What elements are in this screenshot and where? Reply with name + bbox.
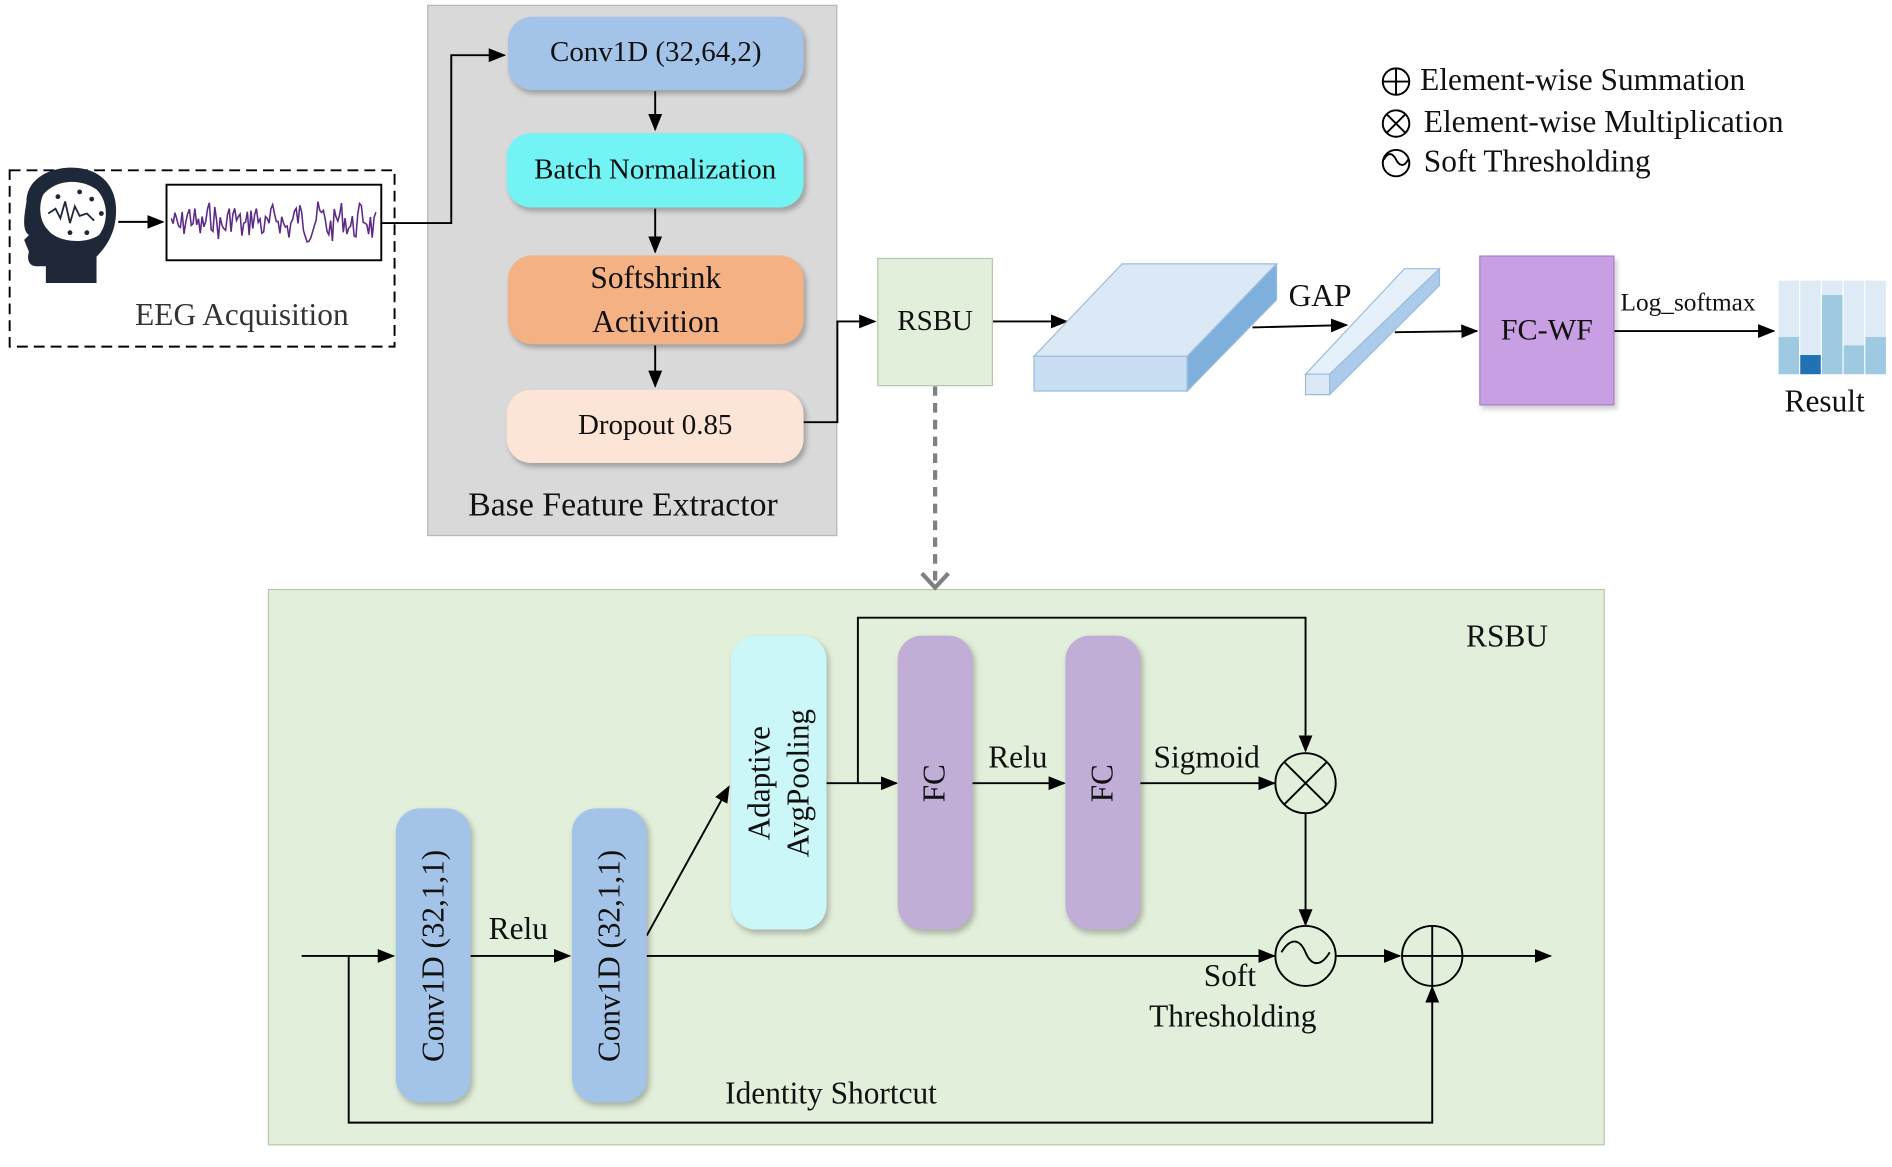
result-label: Result bbox=[1784, 383, 1865, 419]
multiply-operator bbox=[1274, 752, 1337, 815]
summation-operator bbox=[1401, 924, 1464, 987]
adaptive-label: Adaptive bbox=[741, 725, 777, 840]
conv1d-base-block: Conv1D (32,64,2) bbox=[507, 16, 804, 90]
legend-sum-label: Element-wise Summation bbox=[1420, 62, 1746, 98]
adaptive-avgpooling-label: Adaptive AvgPooling bbox=[740, 708, 817, 856]
gap-label: GAP bbox=[1288, 278, 1352, 314]
conv1d-base-label: Conv1D (32,64,2) bbox=[550, 37, 762, 69]
identity-shortcut-label: Identity Shortcut bbox=[725, 1075, 937, 1111]
log-softmax-label: Log_softmax bbox=[1620, 287, 1756, 317]
rsbu-block-label: RSBU bbox=[897, 305, 973, 338]
fc-block-2: FC bbox=[1065, 635, 1141, 930]
base-feature-extractor-title: Base Feature Extractor bbox=[468, 486, 778, 525]
soft-threshold-icon bbox=[1381, 148, 1411, 178]
fc-wf-block: FC-WF bbox=[1479, 255, 1615, 406]
avgpooling-label: AvgPooling bbox=[780, 708, 816, 857]
fc-wf-label: FC-WF bbox=[1500, 313, 1593, 347]
multiply-icon bbox=[1381, 109, 1411, 138]
conv1d-rsbu-label-2: Conv1D (32,1,1) bbox=[591, 849, 627, 1062]
sum-icon bbox=[1381, 67, 1411, 96]
batch-normalization-label: Batch Normalization bbox=[534, 154, 777, 186]
eeg-signal-icon bbox=[170, 201, 377, 243]
fc-label-1: FC bbox=[917, 763, 953, 802]
conv1d-rsbu-block-1: Conv1D (32,1,1) bbox=[395, 808, 471, 1103]
eeg-acquisition-frame bbox=[8, 169, 396, 348]
relu-label-2: Relu bbox=[988, 740, 1048, 775]
rsbu-block: RSBU bbox=[877, 257, 994, 387]
batch-normalization-block: Batch Normalization bbox=[506, 133, 804, 208]
rsbu-detail-title: RSBU bbox=[1466, 618, 1548, 654]
adaptive-avgpooling-block: Adaptive AvgPooling bbox=[731, 635, 827, 930]
softshrink-label: Softshrink bbox=[590, 260, 722, 296]
conv1d-rsbu-block-2: Conv1D (32,1,1) bbox=[571, 808, 647, 1103]
soft-label: Soft bbox=[1203, 958, 1257, 994]
legend-mult-label: Element-wise Multiplication bbox=[1423, 104, 1784, 140]
softshrink-activation-block: Softshrink Activition bbox=[507, 255, 804, 345]
soft-thresholding-label: Soft Thresholding bbox=[1140, 956, 1316, 1038]
dropout-block: Dropout 0.85 bbox=[506, 389, 804, 463]
conv1d-rsbu-label-1: Conv1D (32,1,1) bbox=[415, 849, 451, 1062]
activition-label: Activition bbox=[592, 304, 720, 340]
sigmoid-label: Sigmoid bbox=[1153, 740, 1260, 775]
gap-vector bbox=[1304, 267, 1441, 397]
eeg-acquisition-label: EEG Acquisition bbox=[135, 297, 349, 333]
thresholding-label: Thresholding bbox=[1149, 999, 1317, 1034]
dropout-label: Dropout 0.85 bbox=[577, 410, 733, 442]
feature-map-block bbox=[1032, 262, 1278, 393]
result-bars-icon bbox=[1778, 280, 1886, 375]
brain-head-icon bbox=[24, 167, 117, 284]
soft-threshold-operator bbox=[1274, 924, 1337, 987]
fc-label-2: FC bbox=[1084, 763, 1120, 802]
relu-label-1: Relu bbox=[488, 911, 548, 947]
legend-soft-label: Soft Thresholding bbox=[1423, 143, 1651, 179]
fc-block-1: FC bbox=[897, 635, 973, 930]
